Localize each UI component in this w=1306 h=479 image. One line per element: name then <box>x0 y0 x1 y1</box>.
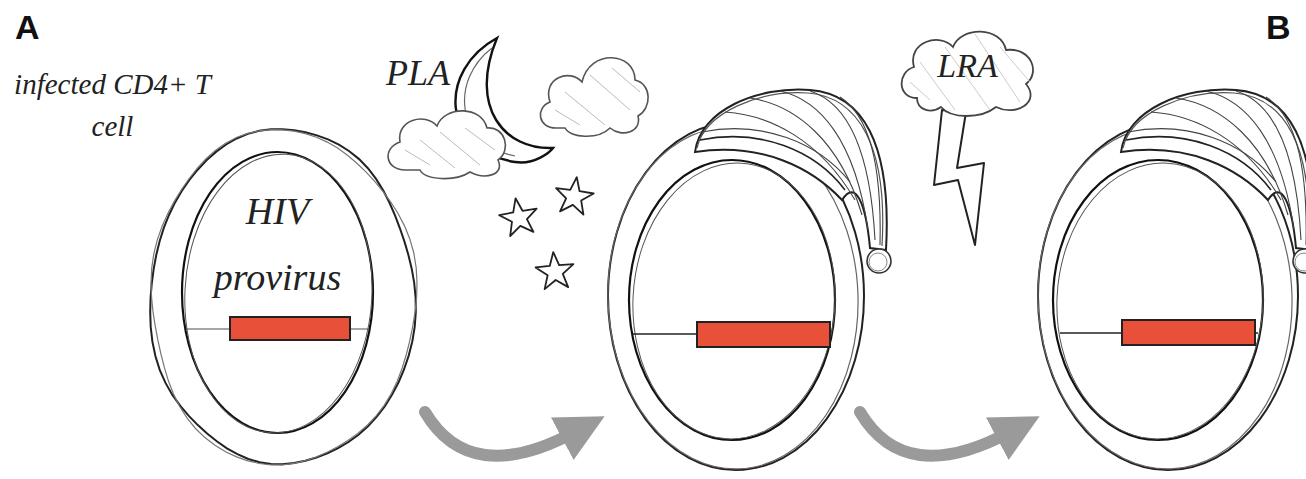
treatment-label: PLA <box>386 52 450 94</box>
panel-letter: A <box>15 8 40 47</box>
cell-2 <box>602 90 891 474</box>
lra-cloud: LRA <box>895 22 1040 117</box>
cell-3 <box>1032 90 1306 474</box>
panel-letter: B <box>1266 8 1291 47</box>
cell-body: infected CD4+ T cellHIV provirus <box>145 125 420 470</box>
transition-arrow <box>860 412 1010 456</box>
node-text: infected CD4+ T cell <box>5 63 220 147</box>
lightning-bolt <box>934 110 984 245</box>
transition-arrow <box>425 412 575 456</box>
node-text: HIV provirus <box>195 178 360 310</box>
provirus-1 <box>186 317 370 340</box>
node-text: LRA <box>895 46 1040 87</box>
cell-nucleus: HIV provirus <box>180 150 375 435</box>
